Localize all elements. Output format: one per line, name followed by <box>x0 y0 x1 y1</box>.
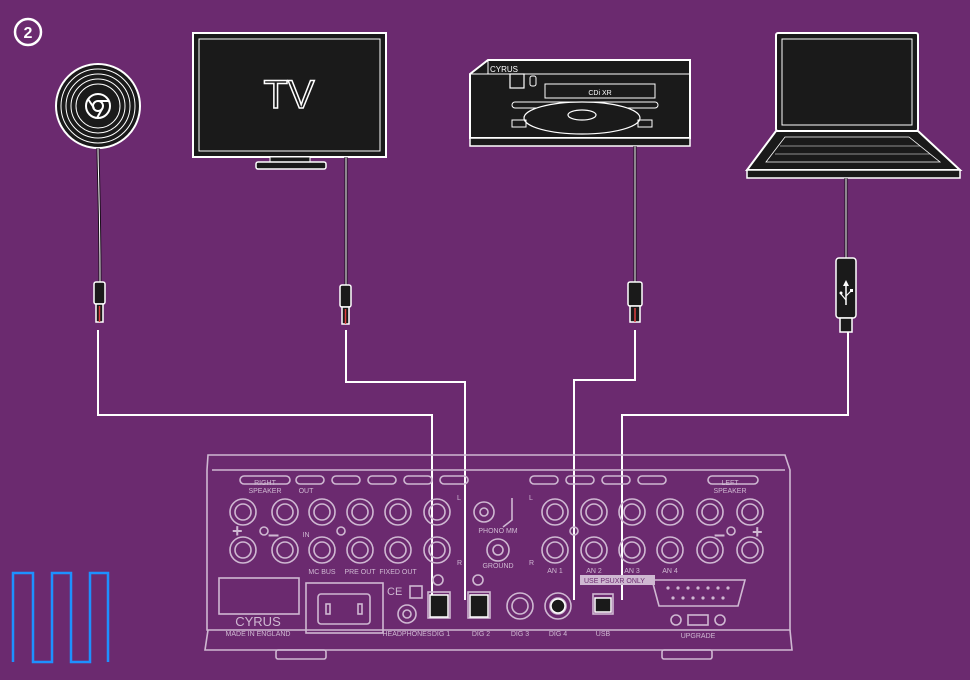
label-fixed-out: FIXED OUT <box>379 569 417 576</box>
cd-model: CDi XR <box>588 90 611 97</box>
usb-plug-icon <box>835 257 857 333</box>
step-number: 2 <box>24 25 33 42</box>
ce-mark: CE <box>387 586 402 598</box>
wire-tv-dig2 <box>345 330 466 600</box>
label-dig2: DIG 2 <box>472 631 490 638</box>
label-an1: AN 1 <box>547 568 563 575</box>
signal-wires <box>97 330 849 600</box>
step-badge: 2 <box>13 17 43 47</box>
label-right-speaker: SPEAKER <box>248 488 281 495</box>
svg-text:+: + <box>752 522 763 542</box>
amplifier-rear-panel: RIGHT SPEAKER LEFT SPEAKER OUT IN + – MC… <box>204 454 793 660</box>
label-mc-bus: MC BUS <box>308 569 336 576</box>
power-inlet <box>305 582 384 634</box>
label-an3: AN 3 <box>624 568 640 575</box>
label-pre-out: PRE OUT <box>344 569 376 576</box>
svg-text:–: – <box>714 524 725 546</box>
wire-cd-dig4 <box>573 330 636 600</box>
wire-chromecast-dig1 <box>97 330 433 600</box>
svg-text:+: + <box>232 521 243 541</box>
chrome-icon <box>85 93 111 119</box>
power-icon <box>509 73 525 89</box>
label-l-1: L <box>457 495 461 502</box>
label-in: IN <box>303 532 310 539</box>
db15-port <box>650 579 747 607</box>
chromecast-device <box>55 63 141 323</box>
label-left-speaker: SPEAKER <box>713 488 746 495</box>
optical-plug-icon <box>93 281 106 323</box>
label-upgrade: UPGRADE <box>681 633 716 640</box>
label-ground: GROUND <box>482 563 513 570</box>
headphone-jack <box>397 604 417 624</box>
label-use-psu: USE PSUXR ONLY <box>584 578 645 585</box>
label-left: LEFT <box>721 480 739 487</box>
label-r-1: R <box>457 560 462 567</box>
upgrade-port <box>687 614 709 626</box>
brand-logo <box>11 571 110 664</box>
dig1-port <box>427 591 451 619</box>
amp-brand: CYRUS <box>235 614 281 629</box>
label-r-2: R <box>529 560 534 567</box>
label-l-2: L <box>529 495 533 502</box>
label-right: RIGHT <box>254 480 277 487</box>
label-dig1: DIG 1 <box>432 631 450 638</box>
dig4-port <box>544 592 572 620</box>
label-dig3: DIG 3 <box>511 631 529 638</box>
amp-made-in: MADE IN ENGLAND <box>226 631 291 638</box>
coax-plug-icon <box>627 281 643 323</box>
label-usb: USB <box>596 631 611 638</box>
tv-device: TV <box>192 32 387 325</box>
tv-screen-text: TV <box>263 73 314 117</box>
laptop-device <box>745 32 963 333</box>
cd-brand: CYRUS <box>490 65 518 74</box>
label-an4: AN 4 <box>662 568 678 575</box>
label-an2: AN 2 <box>586 568 602 575</box>
svg-text:–: – <box>268 524 279 546</box>
usb-port <box>592 593 614 615</box>
label-phono-mm: PHONO MM <box>478 528 517 535</box>
dig3-port <box>506 592 534 620</box>
cd-player-device: CYRUS CDi XR <box>469 59 691 323</box>
label-dig4: DIG 4 <box>549 631 567 638</box>
dig2-port <box>467 591 491 619</box>
label-headphones: HEADPHONES <box>382 631 431 638</box>
label-out: OUT <box>299 488 315 495</box>
wire-laptop-usb <box>621 330 849 600</box>
connected-plugs <box>429 594 612 618</box>
optical-plug-icon <box>339 284 352 325</box>
